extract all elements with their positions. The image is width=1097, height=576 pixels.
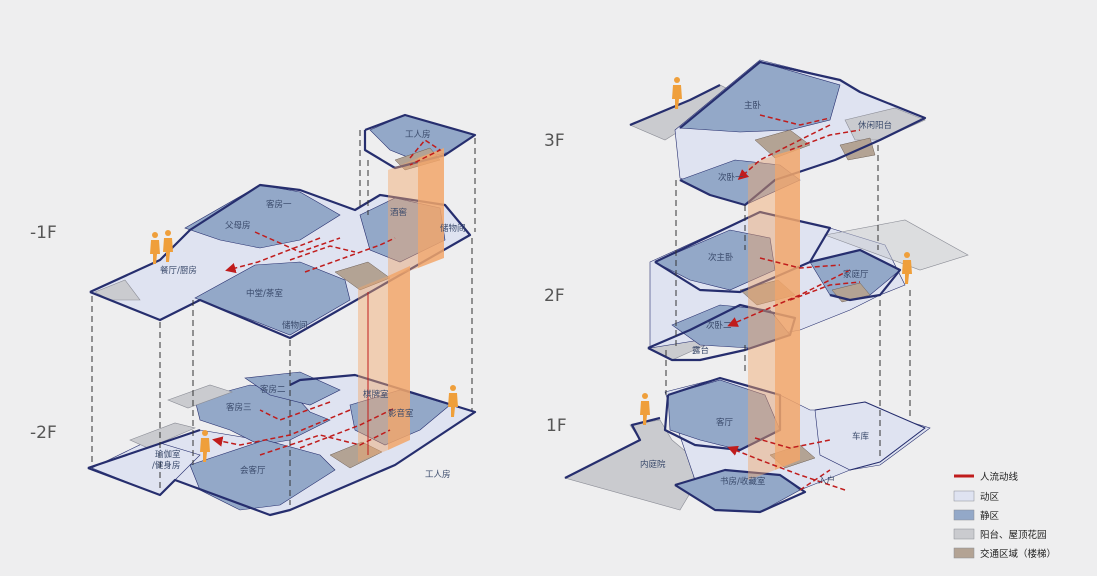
vertical-shafts-right: [748, 148, 800, 480]
zone-static: [189, 439, 336, 511]
zone-balcony: [167, 384, 233, 409]
floor-outline: [89, 183, 472, 340]
shaft: [775, 148, 800, 470]
legend-item: 动区: [953, 490, 1000, 503]
floor-outline: [629, 84, 721, 127]
circulation-flow: [212, 114, 861, 491]
legend-swatch: [953, 547, 975, 559]
floor-labels: -1F -2F 3F 2F 1F: [30, 131, 567, 443]
room-label: 客房三: [226, 402, 252, 413]
room-label: 次主卧: [708, 252, 734, 263]
floor-outline: [87, 428, 201, 470]
room-label: 休闲阳台: [858, 120, 892, 131]
room-labels-f1: 客厅 车库 内庭院 书房/收藏室 入户: [640, 417, 870, 487]
legend-item: 人流动线: [954, 471, 1019, 483]
legend-item: 交通区域（楼梯）: [953, 547, 1056, 560]
legend-item: 阳台、屋顶花园: [953, 528, 1047, 541]
floor-outline: [363, 113, 477, 170]
floor-label-f1: 1F: [546, 416, 567, 436]
room-labels-f3: 主卧 休闲阳台 次卧一: [718, 100, 892, 183]
room-label: 储物间: [440, 223, 466, 234]
zone-dynamic: [814, 401, 926, 471]
floor-outline: [87, 373, 477, 517]
shaft: [388, 158, 418, 278]
room-labels-b1: 工人房 客房一 父母房 酒窖 储物间 餐厅/厨房 中堂/茶室 储物间: [160, 129, 466, 331]
floor-outline: [809, 248, 902, 302]
legend-label: 动区: [980, 492, 1000, 503]
room-label: 工人房: [425, 469, 451, 480]
room-label: 客房一: [266, 199, 292, 210]
room-label: 入户: [818, 475, 835, 486]
room-label: 会客厅: [240, 465, 266, 476]
person-figure: [640, 393, 650, 425]
room-label: 主卧: [744, 100, 762, 111]
room-label: 车库: [852, 431, 870, 442]
guide-lines-left: [91, 130, 476, 505]
person-figure: [448, 385, 458, 417]
room-label: 影音室: [388, 408, 414, 419]
person-figure: [672, 77, 682, 109]
room-label: 餐厅/厨房: [160, 265, 197, 276]
room-label: 酒窖: [390, 207, 407, 218]
legend-label: 静区: [980, 510, 1000, 522]
person-figure: [163, 230, 173, 262]
room-label: 客厅: [716, 417, 734, 428]
floor-plan-f1: [564, 376, 931, 514]
room-label: 瑜伽室: [155, 449, 181, 460]
room-label: 次卧一: [718, 172, 744, 183]
room-label: 内庭院: [640, 459, 666, 470]
floor-plan-b2: [87, 371, 477, 517]
floor-label-f2: 2F: [544, 286, 565, 306]
person-figure: [150, 232, 160, 264]
zone-static: [194, 261, 351, 336]
legend-swatch: [953, 509, 975, 521]
legend-swatch: [953, 490, 975, 502]
room-labels-b2: 客房二 客房三 棋牌室 影音室 瑜伽室 /健身房 会客厅 工人房: [152, 384, 451, 480]
floor-label-b2: -2F: [30, 423, 57, 443]
shaft: [388, 266, 410, 450]
room-label: 父母房: [225, 220, 251, 231]
zone-balcony: [564, 419, 696, 511]
shaft: [358, 276, 388, 462]
floor-outline: [679, 60, 927, 207]
shaft: [418, 148, 444, 268]
floor-outline: [674, 468, 807, 514]
legend-swatch: [953, 528, 975, 540]
zone-balcony: [129, 422, 196, 449]
room-label: 次卧二: [706, 320, 732, 331]
room-label: 中堂/茶室: [246, 288, 283, 299]
room-label: 客房二: [260, 384, 286, 395]
room-label: 储物间: [282, 320, 308, 331]
room-labels-f2: 次主卧 家庭厅 次卧二 露台: [692, 252, 869, 356]
floor-label-f3: 3F: [544, 131, 565, 151]
room-label: 棋牌室: [363, 389, 389, 400]
legend-label: 阳台、屋顶花园: [980, 529, 1047, 541]
floor-label-b1: -1F: [30, 223, 57, 243]
floor-outline: [814, 401, 926, 471]
guide-lines-right: [665, 145, 911, 460]
people-figures: [150, 77, 912, 462]
person-figure: [902, 252, 912, 284]
floor-plan-f2: [647, 210, 969, 362]
legend: 人流动线 动区 静区 阳台、屋顶花园 交通区域（楼梯）: [953, 471, 1056, 560]
person-figure: [200, 430, 210, 462]
legend-label: 交通区域（楼梯）: [980, 548, 1056, 560]
room-label: 家庭厅: [843, 269, 869, 280]
legend-item: 静区: [953, 509, 1000, 522]
vertical-shafts-left: [358, 148, 444, 462]
zone-traffic: [329, 441, 383, 469]
room-label: 书房/收藏室: [720, 476, 766, 487]
floor-plan-b1: [89, 113, 477, 340]
zone-traffic: [754, 129, 811, 159]
legend-label: 人流动线: [980, 471, 1019, 483]
shaft: [748, 155, 775, 480]
room-label: /健身房: [152, 460, 180, 471]
floor-plan-f3: [629, 59, 927, 207]
zone-static: [244, 371, 341, 406]
room-label: 露台: [692, 345, 709, 356]
room-label: 工人房: [405, 129, 431, 140]
floor-outline: [663, 376, 782, 452]
